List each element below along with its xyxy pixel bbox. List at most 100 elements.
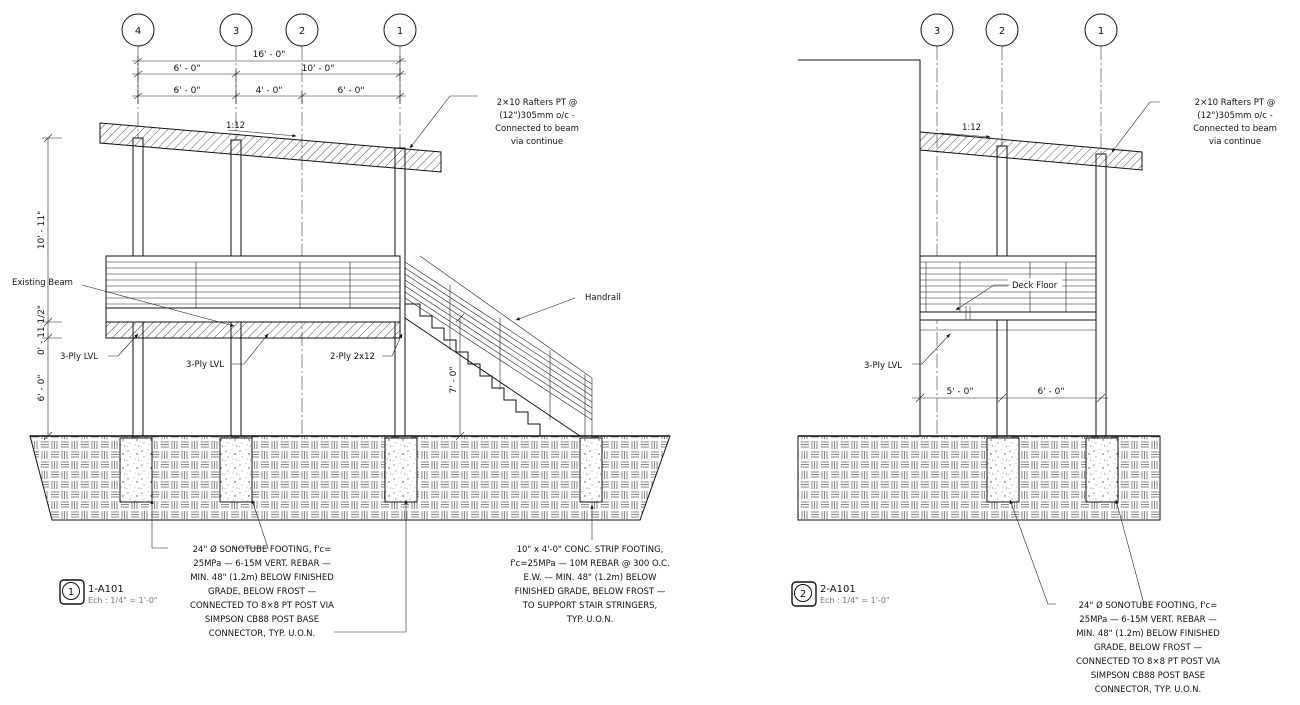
callout-line: 10" x 4'-0" CONC. STRIP FOOTING,: [517, 545, 664, 555]
sonotube-footings-left: [119, 437, 603, 503]
grid-label: 1: [397, 26, 403, 37]
callout-line: (12")305mm o/c -: [499, 111, 574, 121]
grid-bubble-2: 2: [285, 13, 319, 47]
grid-label: 2: [999, 26, 1005, 37]
callout-line: 24" Ø SONOTUBE FOOTING, f'c=: [193, 544, 332, 555]
grid-label: 3: [934, 26, 940, 37]
view-number: 2: [800, 589, 806, 600]
dim-vtop: 10' - 11": [37, 211, 47, 250]
grid-bubble-3: 3: [219, 13, 253, 47]
grid-bubble-1b: 1: [1084, 13, 1118, 47]
callout-line: SIMPSON CB88 POST BASE: [205, 615, 319, 625]
lvl-beam: [105, 321, 401, 339]
deck-beam: [105, 307, 401, 323]
slope-label: 1:12: [962, 123, 981, 133]
callout-line: FINISHED GRADE, BELOW FROST —: [515, 587, 666, 597]
callout-line: MIN. 48" (1.2m) BELOW FINISHED: [1076, 629, 1220, 639]
grid-bubble-4: 4: [121, 13, 155, 47]
view-number: 1: [68, 587, 74, 598]
stair: [404, 255, 593, 437]
callout-text: 3-Ply LVL: [60, 352, 98, 362]
grid-label: 1: [1098, 26, 1104, 37]
callout-line: E.W. — MIN. 48" (1.2m) BELOW: [524, 573, 658, 583]
callout-line: GRADE, BELOW FROST —: [208, 587, 316, 597]
existing-wall: [798, 59, 921, 440]
callout-handrail: Handrail: [515, 293, 621, 321]
callout-line: (12")305mm o/c -: [1197, 111, 1272, 121]
dimension-strings-top: 16' - 0" 6' - 0" 10' - 0" 6' - 0" 4' - 0…: [132, 50, 406, 104]
slope-arrow: [227, 129, 297, 138]
view-2-elevation: 3 2 1 1:12: [791, 13, 1277, 695]
dim-r1: 5' - 0": [946, 387, 973, 397]
callout-2ply: 2-Ply 2x12: [330, 333, 403, 362]
deck-guard-rail-right: [919, 255, 1097, 331]
slope-arrow: [939, 132, 991, 139]
dim-b1: 6' - 0": [173, 86, 200, 96]
callout-sonotube-left: 24" Ø SONOTUBE FOOTING, f'c= 25MPa — 6-1…: [150, 499, 408, 639]
callout-line: TO SUPPORT STAIR STRINGERS,: [522, 601, 658, 611]
callout-line: Connected to beam: [495, 124, 579, 134]
callout-lvl-a: 3-Ply LVL: [60, 333, 139, 362]
dim-vmid: 0' - 11 1/2": [37, 305, 47, 355]
callout-text: Handrail: [585, 293, 621, 303]
grid-label: 3: [233, 26, 239, 37]
callout-rafters-right: 2×10 Rafters PT @ (12")305mm o/c - Conne…: [1111, 98, 1277, 153]
dim-vbot: 6' - 0": [37, 374, 47, 401]
callout-line: CONNECTOR, TYP. U.O.N.: [209, 629, 315, 639]
callout-line: CONNECTOR, TYP. U.O.N.: [1095, 685, 1201, 695]
dim-a2: 10' - 0": [302, 64, 335, 74]
callout-lvl-b: 3-Ply LVL: [186, 333, 269, 370]
callout-line: 25MPa — 6-15M VERT. REBAR —: [1079, 615, 1217, 625]
grid-lines-left: [137, 46, 401, 440]
deck-guard-rail: [105, 255, 401, 309]
callout-text: 3-Ply LVL: [186, 360, 224, 370]
callout-line: 2×10 Rafters PT @: [497, 98, 578, 108]
dim-total: 16' - 0": [253, 50, 286, 60]
view-name: 1-A101: [88, 584, 124, 595]
roof-rafter-right: [919, 131, 1143, 171]
grid-bubble-2b: 2: [985, 13, 1019, 47]
callout-line: MIN. 48" (1.2m) BELOW FINISHED: [190, 573, 334, 583]
callout-text: 3-Ply LVL: [864, 361, 902, 371]
grid-bubble-3b: 3: [920, 13, 954, 47]
dimension-vertical: 10' - 11" 0' - 11 1/2" 6' - 0": [37, 133, 62, 441]
callout-lvl-right: 3-Ply LVL: [864, 333, 951, 371]
grid-lines-right: [936, 46, 1102, 440]
dim-b3: 6' - 0": [337, 86, 364, 96]
callout-deck-floor: Deck Floor: [955, 278, 1062, 311]
dimension-stair: 7' - 0": [449, 313, 465, 441]
view-name: 2-A101: [820, 584, 856, 595]
callout-sonotube-right: 24" Ø SONOTUBE FOOTING, f'c= 25MPa — 6-1…: [1009, 499, 1220, 695]
view-title-1: 1 1-A101 Ech : 1/4" = 1'-0": [59, 579, 158, 605]
callout-line: CONNECTED TO 8×8 PT POST VIA: [190, 601, 334, 611]
callout-line: 24" Ø SONOTUBE FOOTING, f'c=: [1079, 600, 1218, 611]
callout-line: CONNECTED TO 8×8 PT POST VIA: [1076, 657, 1220, 667]
callout-line: 2×10 Rafters PT @: [1195, 98, 1276, 108]
view-scale: Ech : 1/4" = 1'-0": [88, 596, 158, 605]
dim-stair: 7' - 0": [449, 366, 459, 393]
dim-b2: 4' - 0": [255, 86, 282, 96]
view-1-elevation: 4 3 2 1 16' - 0" 6' - 0: [12, 13, 671, 639]
slope-label: 1:12: [226, 121, 245, 131]
dim-a1: 6' - 0": [173, 64, 200, 74]
callout-line: GRADE, BELOW FROST —: [1094, 643, 1202, 653]
callout-line: via continue: [511, 137, 563, 147]
dimension-strings-right: 5' - 0" 6' - 0": [912, 387, 1108, 403]
grid-bubble-1: 1: [383, 13, 417, 47]
callout-text: Deck Floor: [1012, 281, 1058, 291]
callout-strip-footing: 10" x 4'-0" CONC. STRIP FOOTING, f'c=25M…: [510, 504, 670, 625]
grid-label: 2: [299, 26, 305, 37]
callout-line: via continue: [1209, 137, 1261, 147]
callout-rafters-left: 2×10 Rafters PT @ (12")305mm o/c - Conne…: [409, 95, 579, 149]
callout-text: 2-Ply 2x12: [330, 352, 375, 362]
view-title-2: 2 2-A101 Ech : 1/4" = 1'-0": [791, 581, 890, 607]
sonotube-footings-right: [986, 437, 1119, 503]
callout-line: 25MPa — 6-15M VERT. REBAR —: [193, 559, 331, 569]
callout-existing-beam: Existing Beam: [12, 278, 235, 327]
grid-label: 4: [135, 26, 141, 37]
callout-text: Existing Beam: [12, 278, 73, 288]
dim-r2: 6' - 0": [1037, 387, 1064, 397]
view-scale: Ech : 1/4" = 1'-0": [820, 596, 890, 605]
roof-rafter: [99, 122, 442, 173]
